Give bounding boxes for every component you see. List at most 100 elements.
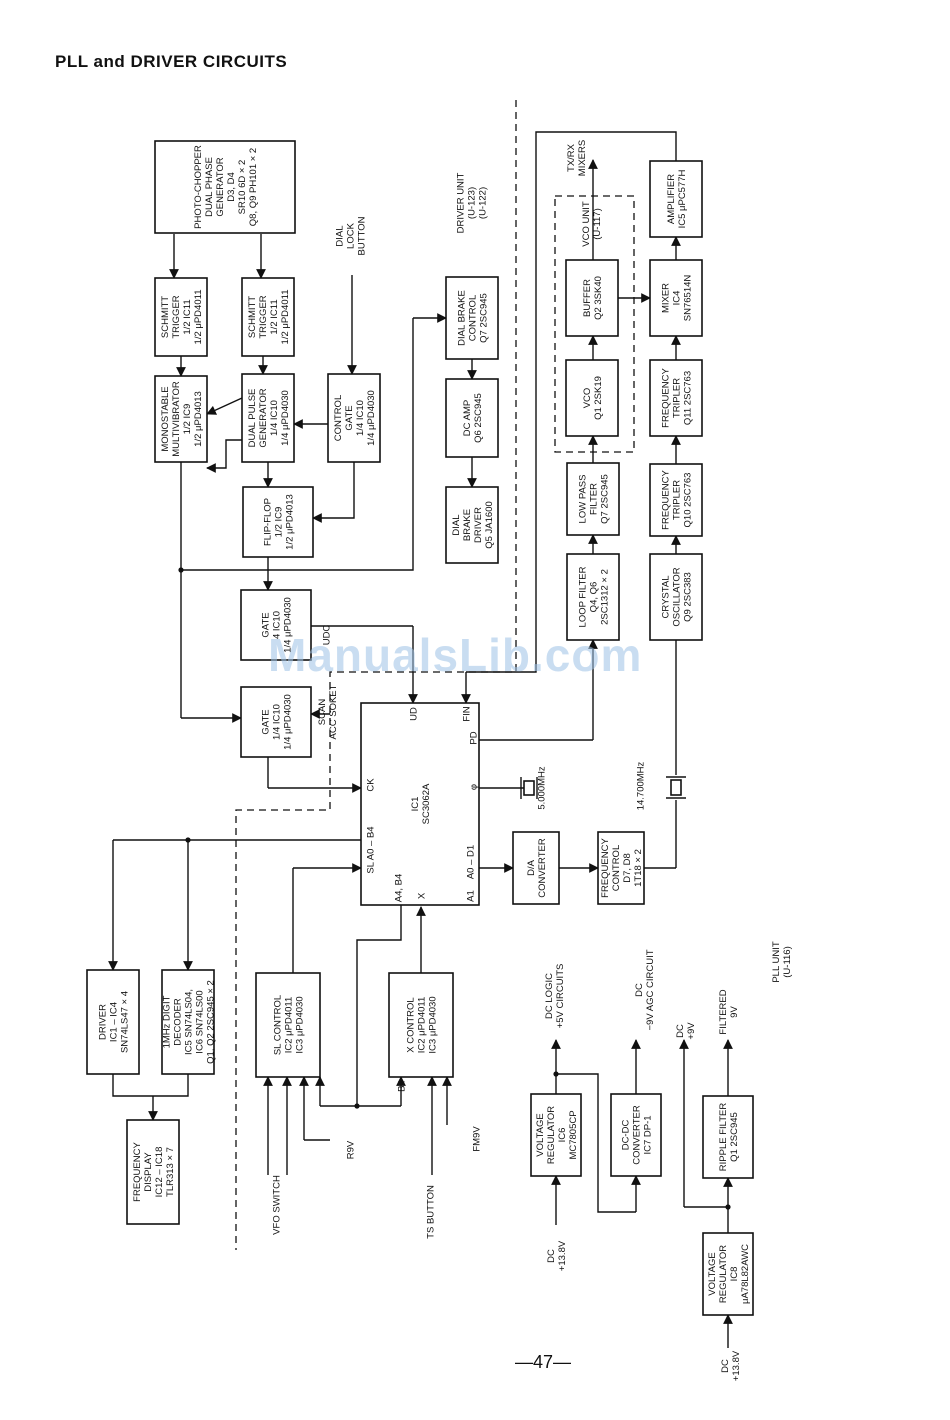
block-outline — [86, 969, 140, 1075]
page-number: —47— — [515, 1352, 572, 1372]
label-vco-unit: VCO UNIT(U-117) — [581, 201, 603, 247]
block-outline — [566, 553, 620, 641]
block-outline — [445, 486, 499, 564]
block-outline — [445, 276, 499, 360]
labels-layer: DIALLOCKBUTTON DRIVER UNIT(U-123)(U-122) V… — [272, 140, 794, 1381]
block-label: AMPLIFIERIC5 μPC577H — [666, 169, 688, 228]
block-freq-display: FREQUENCYDISPLAYIC12 – IC18TLR313 × 7 — [126, 1119, 180, 1225]
block-dc-amp: DC AMPQ6 2SC945 — [445, 378, 499, 458]
block-crystal-osc: CRYSTALOSCILLATORQ9 2SC383 — [649, 553, 703, 641]
label-filtered: FILTERED9V — [718, 989, 740, 1034]
block-outline — [327, 373, 381, 463]
label-txrx: TX/RXMIXERS — [566, 140, 588, 176]
block-control-gate: CONTROLGATE1/4 IC101/4 μPD4030 — [327, 373, 381, 463]
wiring — [108, 131, 733, 1348]
block-outline — [702, 1232, 754, 1316]
block-label: CRYSTALOSCILLATORQ9 2SC383 — [661, 567, 694, 626]
block-outline — [649, 259, 703, 337]
block-label: DUAL PULSEGENERATOR1/4 IC101/4 μPD4030 — [247, 388, 291, 447]
label-pin-phi: φ — [469, 784, 480, 790]
block-label: DIALBRAKEDRIVERQ5 JA1600 — [451, 501, 495, 549]
label-pin-a1: A1 — [466, 890, 477, 902]
block-dial-brake-ctrl: DIAL BRAKECONTROLQ7 2SC945 — [445, 276, 499, 360]
block-label: IC1SC3062A — [410, 783, 432, 824]
block-label: VOLTAGEREGULATORIC6MC7805CP — [535, 1106, 579, 1164]
block-outline — [154, 375, 208, 463]
block-outline — [240, 589, 312, 661]
block-da-converter: D/ACONVERTER — [512, 831, 560, 905]
block-ic1: IC1SC3062A — [360, 702, 480, 906]
label-pin-ud: UD — [409, 707, 420, 721]
block-label: LOOP FILTERQ4, Q62SC1312 × 2 — [578, 566, 611, 627]
block-outline — [649, 160, 703, 238]
block-low-pass: LOW PASSFILTERQ7 2SC945 — [566, 462, 620, 536]
label-ic1-udc: UDC — [322, 625, 333, 646]
block-mixer: MIXERIC4SN76514N — [649, 259, 703, 337]
block-amplifier: AMPLIFIERIC5 μPC577H — [649, 160, 703, 238]
block-outline — [255, 972, 321, 1078]
block-label: FREQUENCYTRIPLERQ11 2SC763 — [661, 368, 694, 428]
block-outline — [360, 702, 480, 906]
block-vreg-1: VOLTAGEREGULATORIC6MC7805CP — [530, 1093, 582, 1177]
block-monostable: MONOSTABLEMULTIVIBRATOR1/2 IC91/2 μPD401… — [154, 375, 208, 463]
block-outline — [649, 359, 703, 437]
block-outline — [242, 486, 314, 558]
block-label: DRIVERIC1 – IC4SN74LS47 × 4 — [98, 991, 131, 1053]
block-label: LOW PASSFILTERQ7 2SC945 — [578, 474, 611, 524]
label-logic: DC LOGIC+5V CIRCUITS — [544, 964, 566, 1029]
label-pin-a4b4: A4, B4 — [394, 874, 405, 903]
block-outline — [702, 1095, 754, 1179]
block-dual-pulse: DUAL PULSEGENERATOR1/4 IC101/4 μPD4030 — [241, 373, 295, 463]
block-outline — [240, 686, 312, 758]
block-label: VCOQ1 2SK19 — [582, 376, 604, 420]
block-label: MONOSTABLEMULTIVIBRATOR1/2 IC91/2 μPD401… — [160, 381, 204, 457]
block-label: FLIP-FLOP1/2 IC91/2 μPD4013 — [263, 494, 296, 550]
block-label: DC-DCCONVERTERIC7 DP-1 — [621, 1105, 654, 1165]
label-xtal-5: 5.000MHz — [537, 766, 548, 810]
block-outline — [161, 969, 215, 1075]
label-vfo-switch: VFO SWITCH — [272, 1175, 283, 1235]
block-label: SCHMITTTRIGGER1/2 IC111/2 μPD4011 — [160, 290, 204, 345]
block-label: SCHMITTTRIGGER1/2 IC111/2 μPD4011 — [247, 290, 291, 345]
block-label: CONTROLGATE1/4 IC101/4 μPD4030 — [333, 390, 377, 446]
block-decoder: 1MHz DIGITDECODERIC5 SN74LS04,IC6 SN74LS… — [161, 969, 217, 1075]
block-outline — [565, 259, 619, 337]
block-vco: VCOQ1 2SK19 — [565, 359, 619, 437]
block-outline — [126, 1119, 180, 1225]
block-outline — [566, 462, 620, 536]
block-photo-chopper: PHOTO-CHOPPERDUAL PHASEGENERATORD3, D4SR… — [154, 140, 296, 234]
block-label: FREQUENCYDISPLAYIC12 – IC18TLR313 × 7 — [132, 1142, 176, 1202]
block-schmitt-1: SCHMITTTRIGGER1/2 IC111/2 μPD4011 — [154, 277, 208, 357]
blocks-layer: PHOTO-CHOPPERDUAL PHASEGENERATORD3, D4SR… — [86, 140, 754, 1316]
block-buffer: BUFFERQ2 3SK40 — [565, 259, 619, 337]
label-pin-sl: SL A0 – B4 — [366, 826, 377, 873]
label-dial-lock: DIALLOCKBUTTON — [335, 216, 368, 255]
block-label: MIXERIC4SN76514N — [661, 275, 694, 322]
label-xtal-14: 14.700MHz — [636, 761, 647, 810]
label-dc138-2: DC+13.8V — [720, 1350, 742, 1381]
block-sl-control: SL CONTROLIC2 μPD4011IC3 μPD4030 — [255, 972, 321, 1078]
block-label: SL CONTROLIC2 μPD4011IC3 μPD4030 — [273, 995, 306, 1055]
block-label: BUFFERQ2 3SK40 — [582, 276, 604, 320]
block-label: FREQUENCYTRIPLERQ10 2SC763 — [661, 470, 694, 530]
page-title: PLL and DRIVER CIRCUITS — [55, 52, 288, 71]
label-driver-unit: DRIVER UNIT(U-123)(U-122) — [456, 172, 489, 233]
label-fm9v: FM9V — [472, 1126, 483, 1152]
block-label: DC AMPQ6 2SC945 — [462, 393, 484, 443]
label-pin-pd: PD — [469, 731, 480, 744]
block-outline — [610, 1093, 662, 1177]
block-gate-1: GATE4 IC101/4 μPD4030 — [240, 589, 312, 661]
block-freq-tripler-1: FREQUENCYTRIPLERQ10 2SC763 — [649, 463, 703, 537]
block-label: VOLTAGEREGULATORIC8μA78L82AWC — [707, 1244, 751, 1304]
label-dc9v: DC+9V — [675, 1022, 697, 1040]
block-x-control: X CONTROLIC2 μPD4011IC3 μPD4030 — [388, 972, 454, 1078]
block-outline — [530, 1093, 582, 1177]
label-pin-x: X — [417, 892, 428, 899]
block-outline — [597, 831, 645, 905]
block-outline — [388, 972, 454, 1078]
block-label: DIAL BRAKECONTROLQ7 2SC945 — [457, 290, 490, 346]
block-outline — [565, 359, 619, 437]
block-vreg-2: VOLTAGEREGULATORIC8μA78L82AWC — [702, 1232, 754, 1316]
block-label: FREQUENCYCONTROLD7, D81T18 × 2 — [600, 838, 644, 898]
